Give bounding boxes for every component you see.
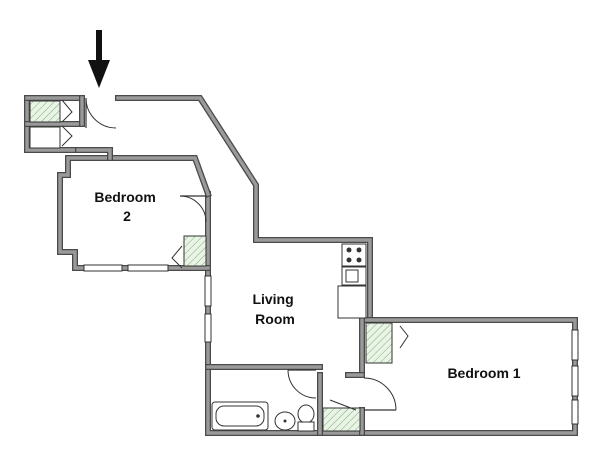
closet-top-left-2 [29,126,61,149]
burner-icon [356,247,362,253]
exterior-walls [24,95,578,436]
closets [29,100,393,432]
window-bedroom1-right-3 [571,399,579,425]
entrance-door [85,97,117,129]
kitchen [337,243,367,319]
stove-icon [341,243,367,267]
window-bedroom2-bottom [83,264,123,272]
closet-bathroom [322,407,361,432]
entrance-arrow-icon [88,30,110,88]
bedroom1-label-line1: Bedroom 1 [447,365,520,381]
closet-door-bedroom1 [399,325,409,349]
bedroom2-label-line2: 2 [123,208,131,224]
closet-door-bedroom2 [171,245,183,269]
bathroom-closet-door [329,399,357,411]
living-room-label-line2: Room [255,311,295,327]
bedroom1-label: Bedroom 1 [447,365,520,381]
burner-icon [346,257,352,263]
interior-walls [24,95,365,436]
closet-door-bottom [61,125,73,147]
burner-icon [346,247,352,253]
bedroom2-label: Bedroom 2 [94,189,159,224]
bedroom1-door [363,377,397,411]
sink-icon [341,266,367,286]
window-bedroom2-bottom-2 [127,264,169,272]
counter [337,285,367,319]
bathroom-door [287,369,317,399]
bathtub-icon [211,401,269,431]
bathroom [211,399,357,432]
closet-bedroom2 [183,235,207,267]
living-room-label-line1: Living [252,291,293,307]
burner-icon [356,257,362,263]
window-bedroom1-right-2 [571,365,579,397]
doors [61,97,409,411]
bedroom2-label-line1: Bedroom [94,189,155,205]
closet-door-top [61,99,73,123]
window-living-left-2 [204,313,212,343]
living-room-label: Living Room [252,291,297,327]
windows [83,264,579,425]
toilet-icon [297,404,315,432]
closet-top-left-1 [29,100,61,123]
window-living-left-1 [204,275,212,307]
closet-bedroom1 [365,322,393,364]
bedroom2-door [179,195,207,223]
window-bedroom1-right-1 [571,329,579,361]
